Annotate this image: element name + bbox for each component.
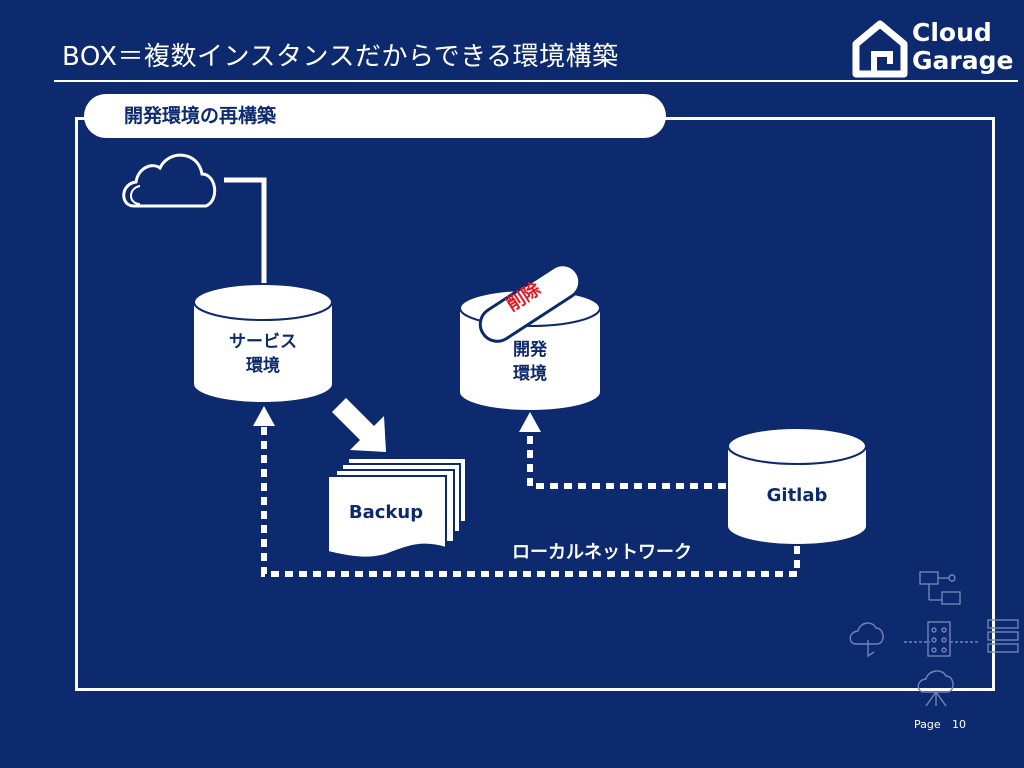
backup-label: Backup bbox=[348, 502, 424, 523]
section-header-pill bbox=[84, 94, 666, 138]
cloud-connection-line bbox=[224, 177, 267, 284]
network-decoration-icon bbox=[849, 571, 1019, 707]
service-env-label-line2: 環境 bbox=[246, 356, 280, 376]
section-label: 開発環境の再構築 bbox=[124, 105, 277, 127]
cloud-garage-logo: Cloud Garage bbox=[852, 16, 1014, 80]
service-env-database bbox=[193, 283, 333, 402]
house-logo-icon bbox=[852, 20, 908, 78]
logo-text-garage: Garage bbox=[912, 46, 1014, 75]
backup-documents bbox=[327, 457, 467, 559]
service-env-label-line1: サービス bbox=[229, 332, 297, 352]
dev-env-label-line1: 開発 bbox=[513, 340, 547, 360]
page-title: BOX＝複数インスタンスだからできる環境構築 bbox=[62, 42, 619, 72]
page-number: 10 bbox=[952, 718, 966, 731]
gitlab-database bbox=[727, 427, 867, 544]
dev-env-label-line2: 環境 bbox=[513, 364, 547, 384]
local-network-label: ローカルネットワーク bbox=[512, 542, 692, 563]
gitlab-to-dev-connection bbox=[519, 412, 726, 489]
logo-text-cloud: Cloud bbox=[912, 18, 992, 47]
service-env-label: サービス 環境 bbox=[214, 330, 312, 378]
title-divider bbox=[54, 80, 1018, 82]
local-network-connection bbox=[253, 406, 800, 577]
down-right-arrow-icon bbox=[332, 398, 386, 452]
page-label: Page bbox=[914, 718, 941, 731]
dev-env-label: 開発 環境 bbox=[480, 338, 580, 386]
gitlab-label: Gitlab bbox=[766, 485, 828, 506]
cloud-icon bbox=[122, 153, 217, 208]
delete-tag bbox=[478, 263, 582, 343]
